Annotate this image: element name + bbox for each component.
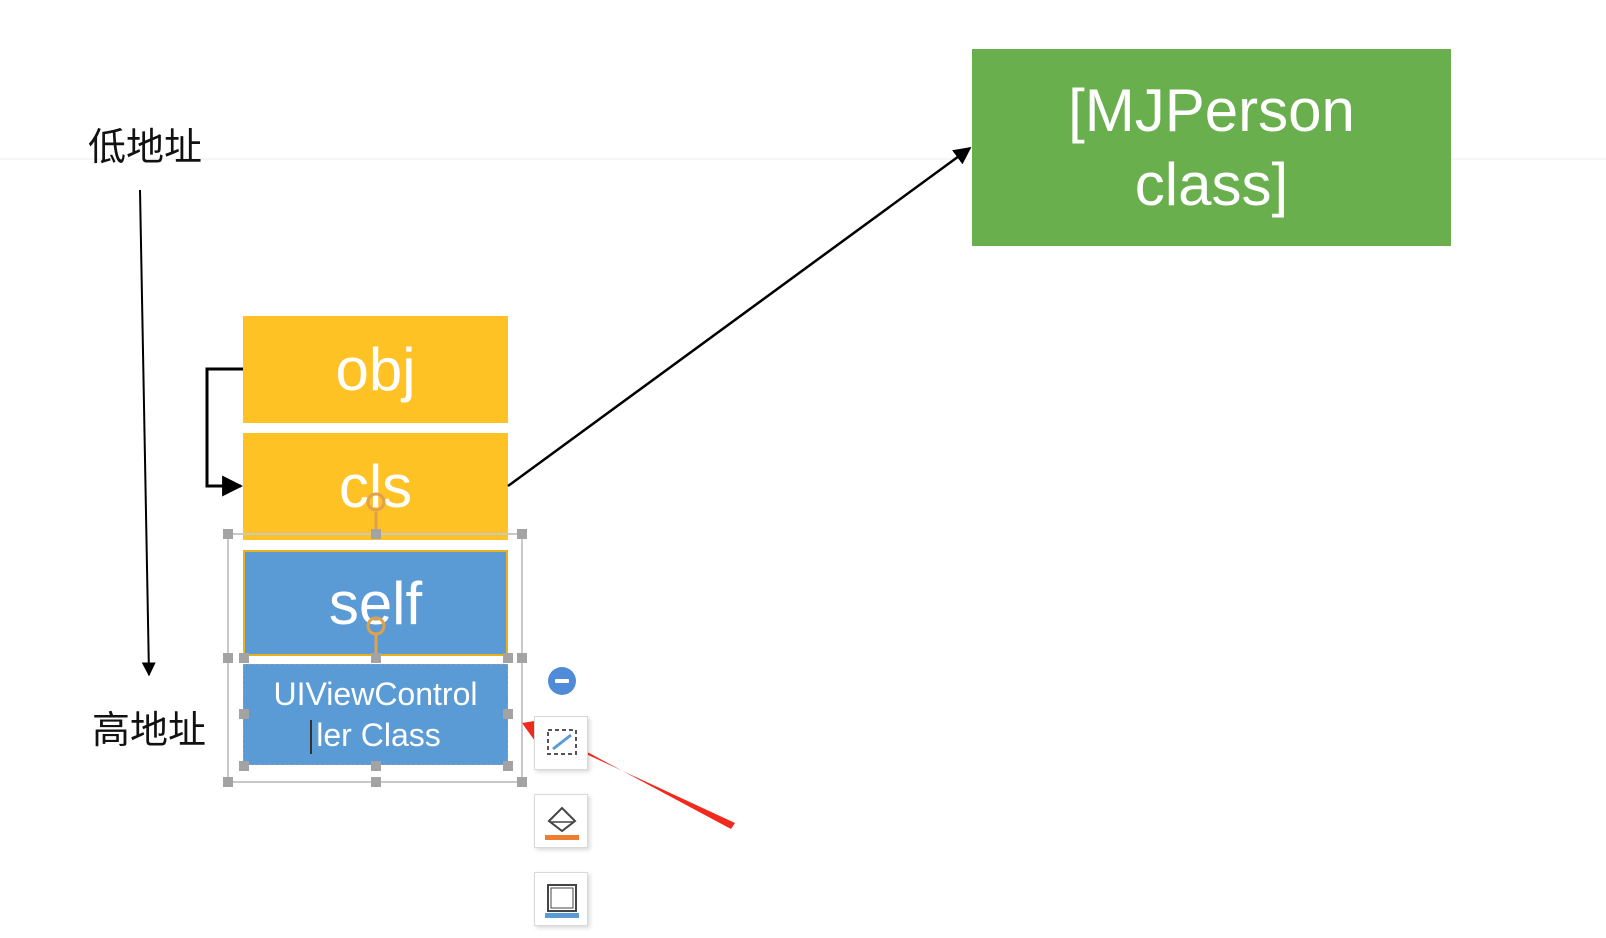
obj-label: obj xyxy=(335,336,416,403)
text-caret xyxy=(310,720,313,755)
shape-selection-handles xyxy=(239,653,513,771)
remove-icon[interactable] xyxy=(548,667,576,695)
high-address-label: 高地址 xyxy=(92,708,207,752)
vc-label-line1: UIViewControl xyxy=(273,675,478,712)
crop-icon xyxy=(547,729,577,755)
cls-box[interactable]: cls xyxy=(243,433,508,540)
background-rule xyxy=(0,158,1606,160)
uiviewcontroller-class-box[interactable]: UIViewControl ler Class xyxy=(243,664,508,765)
crop-tool-button[interactable] xyxy=(534,716,588,770)
self-label: self xyxy=(328,569,423,637)
mjperson-label-line1: [MJPerson xyxy=(1068,76,1355,144)
fill-color-tool-button[interactable] xyxy=(534,794,588,848)
uiviewcontroller-class-text[interactable]: UIViewControl ler Class xyxy=(273,674,478,756)
fill-color-icon xyxy=(545,806,579,840)
mjperson-label-line2: class] xyxy=(1134,150,1289,218)
border-color-icon xyxy=(545,884,579,918)
border-color-tool-button[interactable] xyxy=(534,872,588,926)
vc-label-line2: ler Class xyxy=(316,716,441,753)
address-direction-arrow xyxy=(139,189,156,677)
mjperson-class-box[interactable]: [MJPerson class] xyxy=(972,49,1451,246)
cls-to-mjperson-arrow xyxy=(507,146,972,488)
low-address-label: 低地址 xyxy=(88,125,203,169)
vc-label-line2-wrap: ler Class xyxy=(274,715,478,756)
obj-to-cls-arrow xyxy=(205,367,244,497)
obj-box[interactable]: obj xyxy=(243,316,508,423)
rotation-handles xyxy=(366,492,386,653)
group-selection-handles xyxy=(223,529,527,787)
